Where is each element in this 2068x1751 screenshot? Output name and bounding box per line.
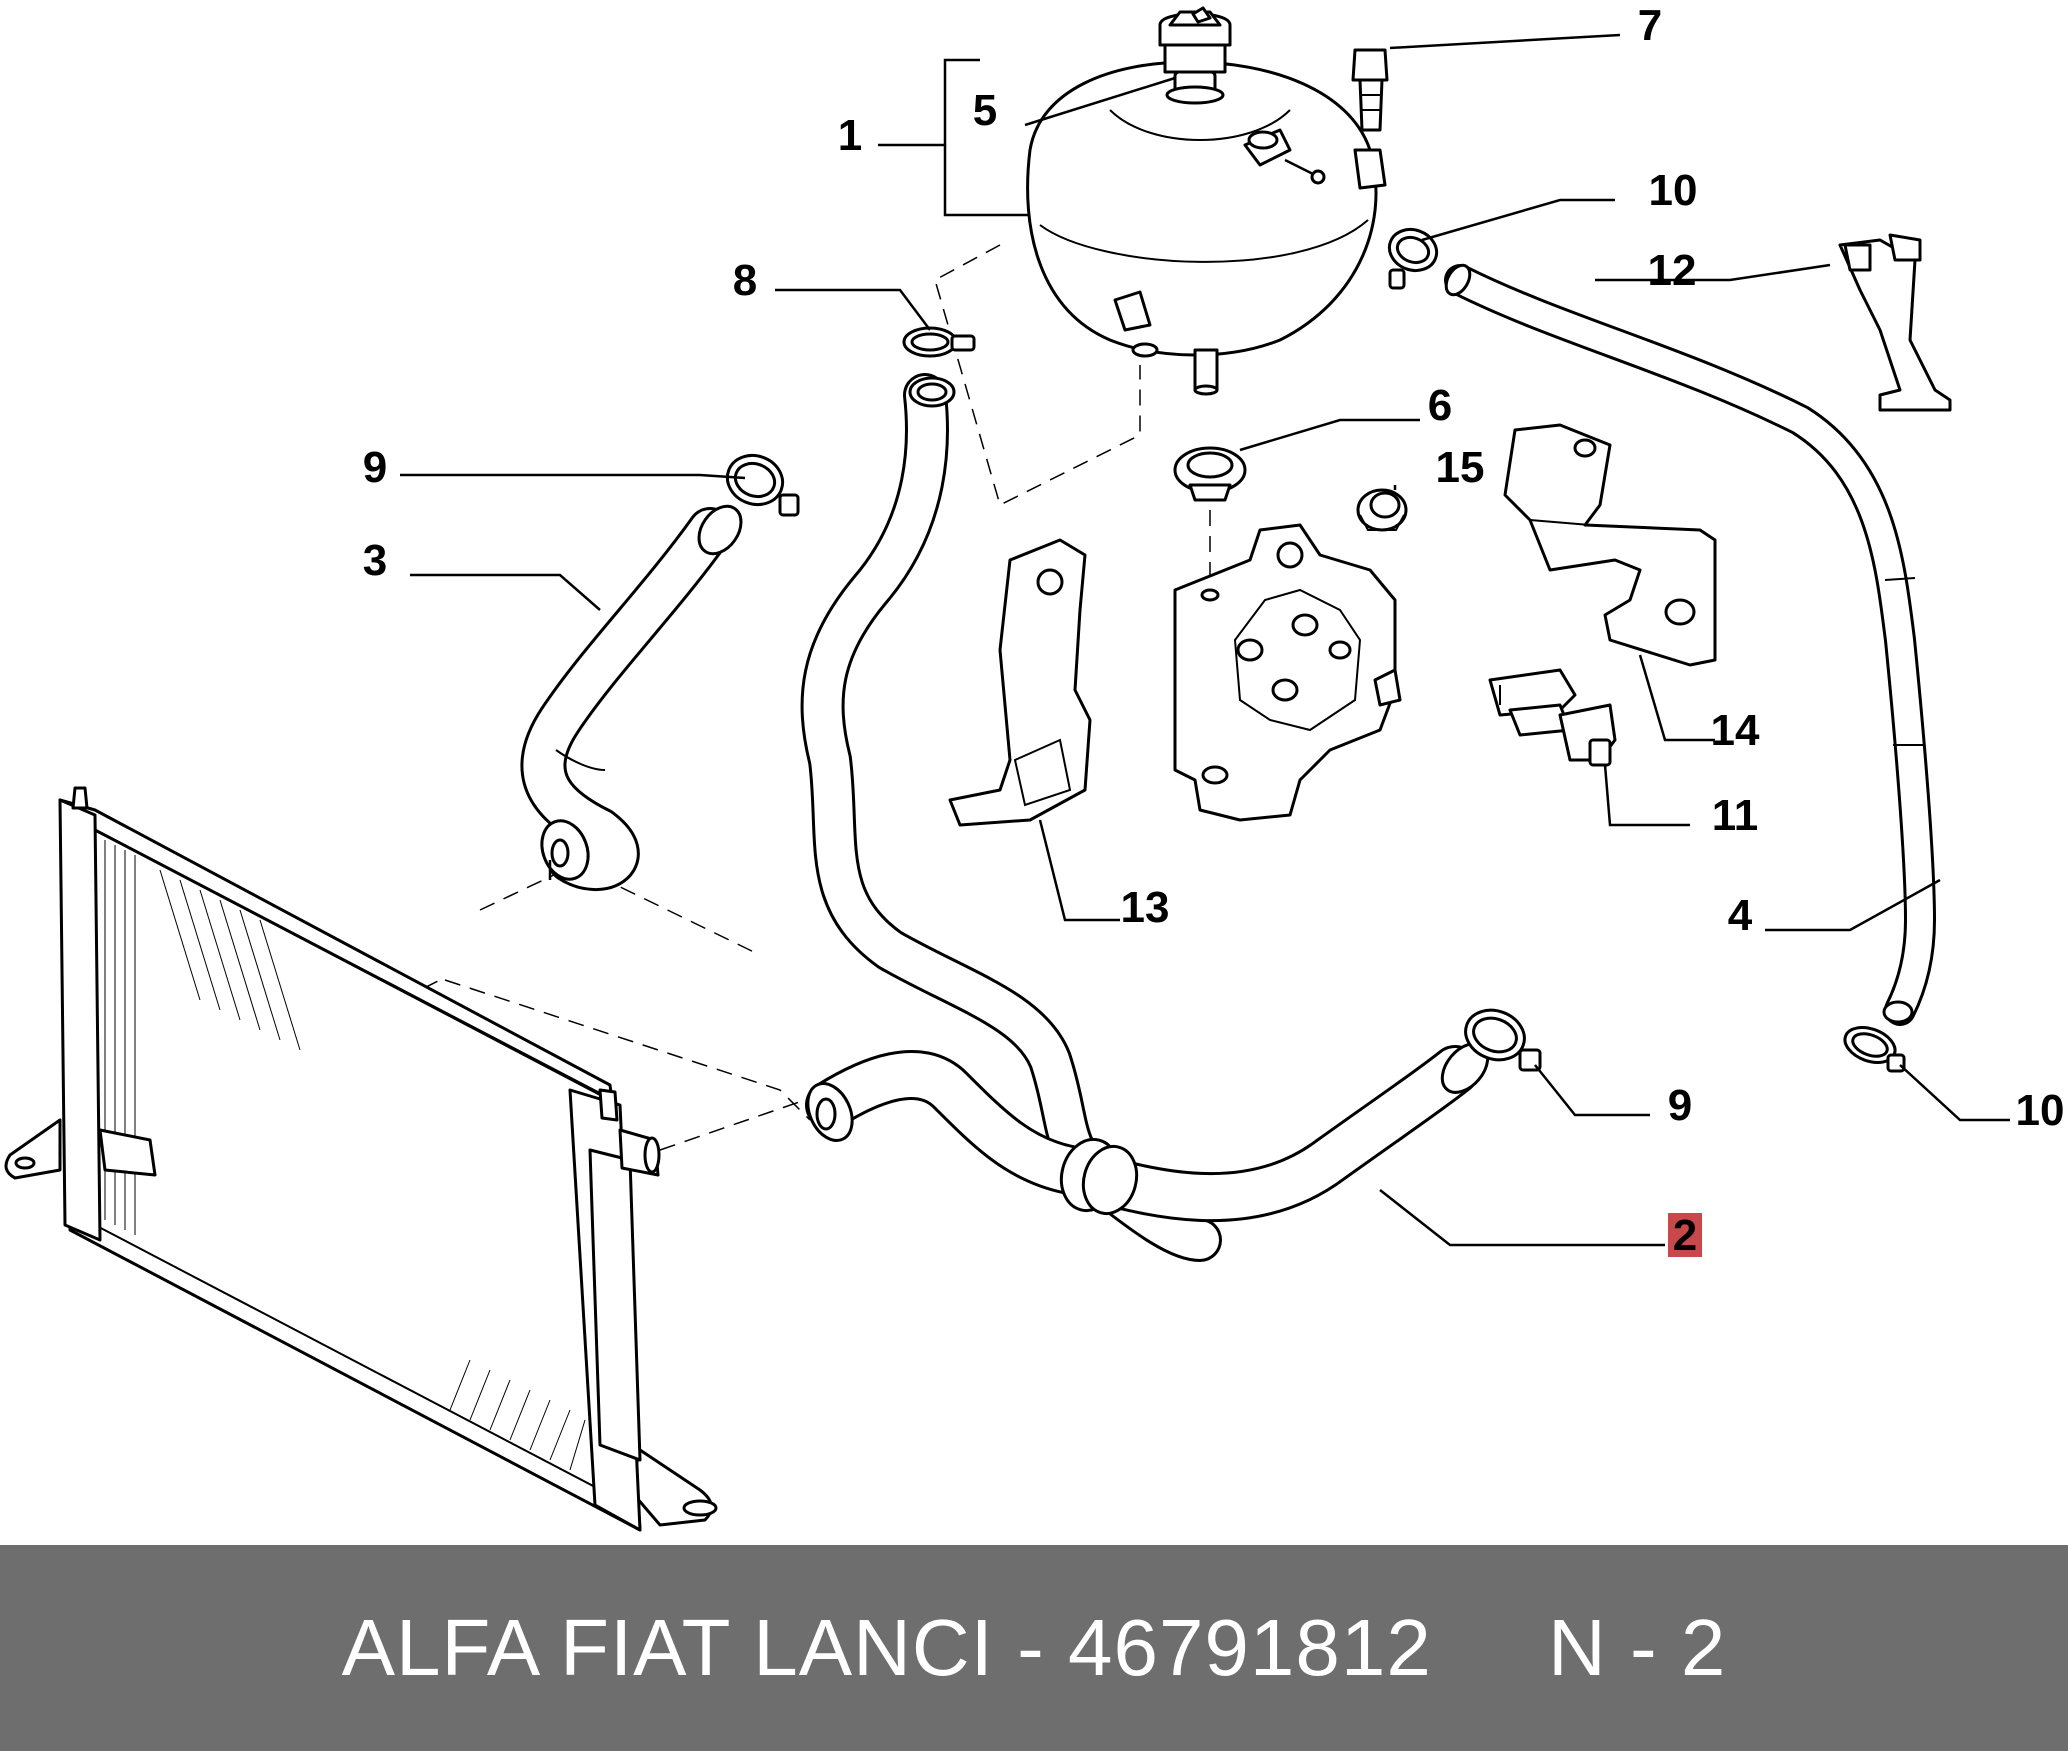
callout-3: 3 [363,536,387,585]
callout-15: 15 [1436,443,1485,492]
hose-4 [1444,263,1936,1026]
tank-body [1026,60,1378,357]
callout-6: 6 [1428,381,1452,430]
radiator-internal-pipe [98,1128,157,1177]
callout-11: 11 [1712,791,1759,840]
callout-9-upper: 9 [363,443,387,492]
parts-diagram: 1 2 3 4 5 6 7 8 9 9 10 10 11 12 13 14 15 [4,1,2065,1532]
clamp-9-lower [1464,1008,1542,1072]
callout-14: 14 [1711,706,1760,755]
bolt-7 [1351,48,1389,132]
radiator [4,786,718,1532]
radiator-left-foot [4,1118,62,1180]
grommet-6 [1173,446,1247,502]
radiator-left-tank [58,798,102,1242]
tank-mount-tab [1353,148,1387,190]
grommet-15 [1356,488,1408,532]
leader-lines [400,33,2010,1247]
expansion-tank-1 [1026,60,1387,396]
callout-8: 8 [733,256,757,305]
exploded-view-drawing: 1 2 3 4 5 6 7 8 9 9 10 10 11 12 13 14 15 [4,1,2065,1532]
clamp-9-upper [725,453,800,517]
clamp-10-upper [1387,227,1439,290]
hose-3 [520,504,743,891]
radiator-left-foot-hole [14,1156,36,1170]
bracket-13 [948,538,1092,827]
bracket-12 [1838,233,1952,412]
callout-labels: 1 2 3 4 5 6 7 8 9 9 10 10 11 12 13 14 15 [363,1,2065,1260]
callout-10-upper: 10 [1649,166,1698,215]
callout-4: 4 [1728,891,1753,940]
radiator-left-nozzle [71,786,89,810]
clamp-10-lower [1843,1026,1906,1073]
filler-cap-5 [1158,6,1232,105]
bracket-14 [1503,423,1717,667]
clamp-8 [902,326,976,358]
radiator-right-nozzle [598,1088,619,1122]
callout-2: 2 [1673,1211,1697,1260]
callout-9-lower: 9 [1668,1081,1692,1130]
callout-5: 5 [973,86,997,135]
callout-10-lower: 10 [2016,1086,2065,1135]
callout-7: 7 [1638,1,1662,50]
callout-1: 1 [838,111,862,160]
part-number-footer: ALFA FIAT LANCI - 46791812 N - 2 [0,1545,2068,1751]
clips-11 [1488,668,1617,767]
hose-2 [800,373,1490,1262]
footer-part-label: ALFA FIAT LANCI - 46791812 N - 2 [341,1603,1727,1692]
radiator-right-foot-hole [682,1499,718,1517]
callout-12: 12 [1648,246,1697,295]
tank-support-bracket [1173,523,1402,822]
callout-13: 13 [1121,883,1170,932]
tank-side-nipple [1113,290,1152,332]
callout-2-highlight [1668,1213,1702,1257]
